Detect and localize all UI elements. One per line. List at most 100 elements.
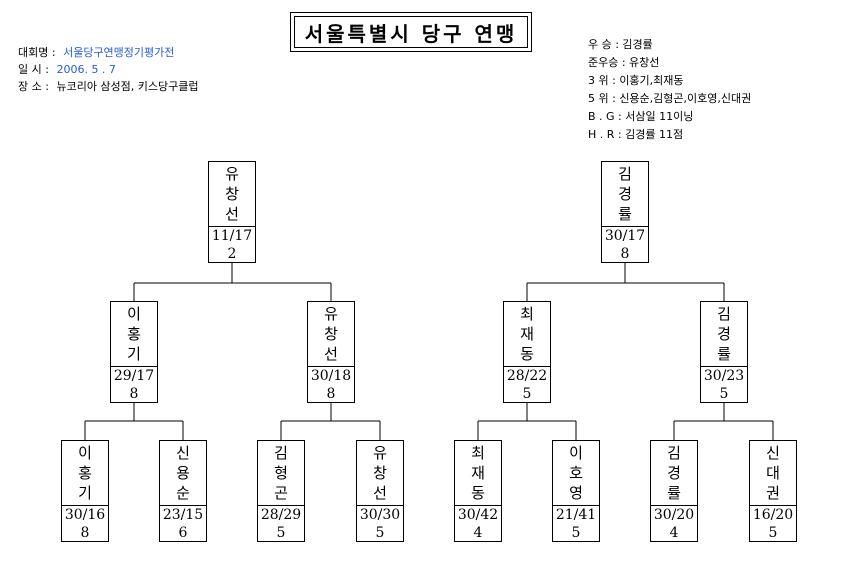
player-name-char: 재 (471, 464, 485, 482)
date-row: 일 시 : 2006. 5 . 7 (18, 63, 116, 76)
player-name-char: 용 (176, 464, 190, 482)
result-third: 3 위 : 이홍기,최재동 (588, 74, 684, 87)
match-innings: 8 (620, 246, 630, 262)
player-name-char: 이 (569, 444, 583, 462)
player-name-char: 대 (766, 464, 780, 482)
player-name-char: 이 (78, 444, 92, 462)
player-name-char: 률 (667, 484, 681, 502)
player-name-char: 권 (766, 484, 780, 502)
player-name-char: 최 (520, 305, 534, 323)
player-name-char: 유 (324, 305, 338, 323)
match-score: 30/17 (604, 228, 646, 244)
player-name-char: 경 (717, 325, 731, 343)
date-label: 일 시 (18, 63, 42, 76)
match-score: 23/15 (162, 507, 204, 523)
player-name-char: 경 (667, 464, 681, 482)
match-innings: 5 (768, 525, 778, 541)
match-innings: 5 (375, 525, 385, 541)
player-name-char: 선 (225, 205, 239, 223)
player-name-char: 김 (717, 305, 731, 323)
match-innings: 6 (178, 525, 188, 541)
match-innings: 8 (129, 386, 139, 402)
player-name-char: 재 (520, 325, 534, 343)
player-name-char: 김 (667, 444, 681, 462)
player-name-char: 신 (176, 444, 190, 462)
match-innings: 5 (522, 386, 532, 402)
player-name-char: 순 (176, 484, 190, 502)
result-fifth: 5 위 : 신용순,김형곤,이호영,신대권 (588, 92, 752, 105)
date-value: 2006. 5 . 7 (56, 63, 116, 76)
match-score: 29/17 (113, 368, 155, 384)
player-name-char: 홍 (78, 464, 92, 482)
player-name-char: 유 (373, 444, 387, 462)
event-row: 대회명 : 서울당구연맹정기평가전 (18, 46, 175, 59)
player-name-char: 신 (766, 444, 780, 462)
match-score: 30/23 (703, 368, 745, 384)
player-name-char: 창 (324, 325, 338, 343)
venue-value: 뉴코리아 삼성점, 키스당구클럽 (56, 80, 199, 93)
match-innings: 4 (473, 525, 483, 541)
match-score: 30/30 (359, 507, 401, 523)
player-name-char: 선 (324, 345, 338, 363)
venue-row: 장 소 : 뉴코리아 삼성점, 키스당구클럽 (18, 80, 199, 93)
player-name-char: 률 (717, 345, 731, 363)
event-info: 대회명 : 서울당구연맹정기평가전 일 시 : 2006. 5 . 7 장 소 … (18, 44, 199, 95)
match-innings: 8 (326, 386, 336, 402)
venue-label: 장 소 (18, 80, 42, 93)
player-name-char: 호 (569, 464, 583, 482)
player-name-char: 곤 (274, 484, 288, 502)
player-name-char: 기 (78, 484, 92, 502)
player-name-char: 김 (618, 165, 632, 183)
player-name-char: 선 (373, 484, 387, 502)
player-name-char: 유 (225, 165, 239, 183)
player-name-char: 동 (471, 484, 485, 502)
event-label: 대회명 (18, 46, 49, 59)
match-score: 16/20 (752, 507, 794, 523)
match-score: 11/17 (211, 228, 253, 244)
player-name-char: 동 (520, 345, 534, 363)
page-title: 서울특별시 당구 연맹 (304, 21, 518, 46)
match-score: 28/29 (260, 507, 302, 523)
player-name-char: 경 (618, 185, 632, 203)
result-winner: 우 승 : 김경률 (588, 38, 653, 51)
match-score: 30/42 (457, 507, 499, 523)
match-score: 21/41 (555, 507, 597, 523)
match-innings: 5 (571, 525, 581, 541)
result-best-game: B . G : 서삼일 11이닝 (588, 110, 694, 123)
player-name-char: 영 (569, 484, 583, 502)
title-box: 서울특별시 당구 연맹 (290, 12, 532, 52)
match-score: 30/16 (64, 507, 106, 523)
player-name-char: 최 (471, 444, 485, 462)
match-innings: 5 (276, 525, 286, 541)
match-innings: 8 (80, 525, 90, 541)
player-name-char: 창 (373, 464, 387, 482)
results-summary: 우 승 : 김경률 준우승 : 유창선 3 위 : 이홍기,최재동 5 위 : … (588, 36, 751, 144)
player-name-char: 창 (225, 185, 239, 203)
match-innings: 5 (719, 386, 729, 402)
match-score: 30/20 (653, 507, 695, 523)
